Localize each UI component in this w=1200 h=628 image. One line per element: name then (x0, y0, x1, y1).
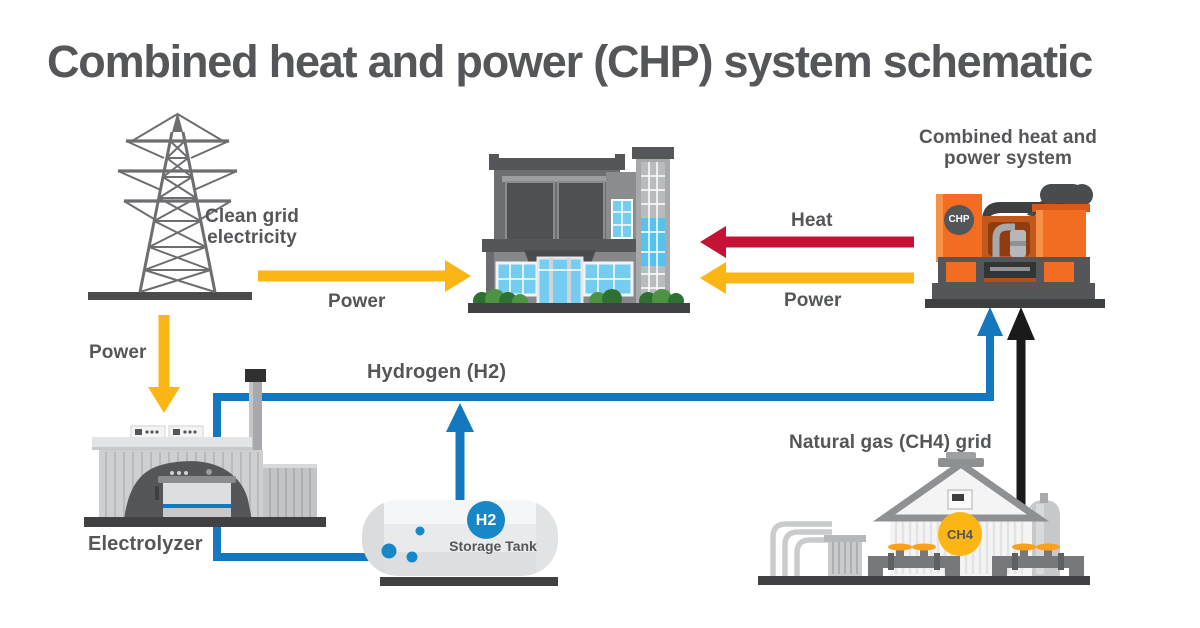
ch4-badge-circle (938, 512, 982, 556)
h2-badge-label: H2 (475, 512, 497, 529)
natural-gas-label: Natural gas (CH4) grid (789, 432, 992, 453)
natural-gas-plant-icon (758, 452, 1090, 585)
chp-generator-icon (925, 184, 1105, 308)
power-label-grid-to-electrolyzer: Power (89, 342, 147, 363)
heat-arrow-chp-to-building (700, 226, 914, 258)
storage-tank-label: Storage Tank (449, 538, 537, 554)
power-arrow-grid-to-building (258, 260, 471, 292)
electrolyzer-label: Electrolyzer (88, 533, 203, 555)
office-building-icon (468, 147, 690, 313)
h2-badge-circle (467, 501, 505, 539)
hydrogen-pipe-network (213, 307, 1003, 561)
h2-storage-tank-icon (362, 500, 558, 586)
chp-system-label: Combined heat and power system (919, 127, 1097, 170)
power-label-grid-to-building: Power (328, 291, 386, 312)
electrolyzer-building-icon (84, 369, 326, 527)
ch4-badge-label: CH4 (946, 527, 973, 542)
power-arrow-chp-to-building (700, 262, 914, 294)
power-label-chp-to-building: Power (784, 290, 842, 311)
power-arrow-grid-to-electrolyzer (148, 315, 180, 413)
gas-valve-assembly-left (868, 543, 960, 576)
heat-label: Heat (791, 210, 833, 231)
page-title: Combined heat and power (CHP) system sch… (47, 36, 1093, 87)
transmission-tower-icon (88, 112, 252, 300)
chp-badge-label: CHP (948, 214, 970, 225)
hydrogen-label: Hydrogen (H2) (367, 361, 507, 383)
clean-grid-label: Clean grid electricity (205, 206, 299, 249)
gas-valve-assembly-right (992, 543, 1084, 576)
natural-gas-arrow (1007, 307, 1035, 510)
